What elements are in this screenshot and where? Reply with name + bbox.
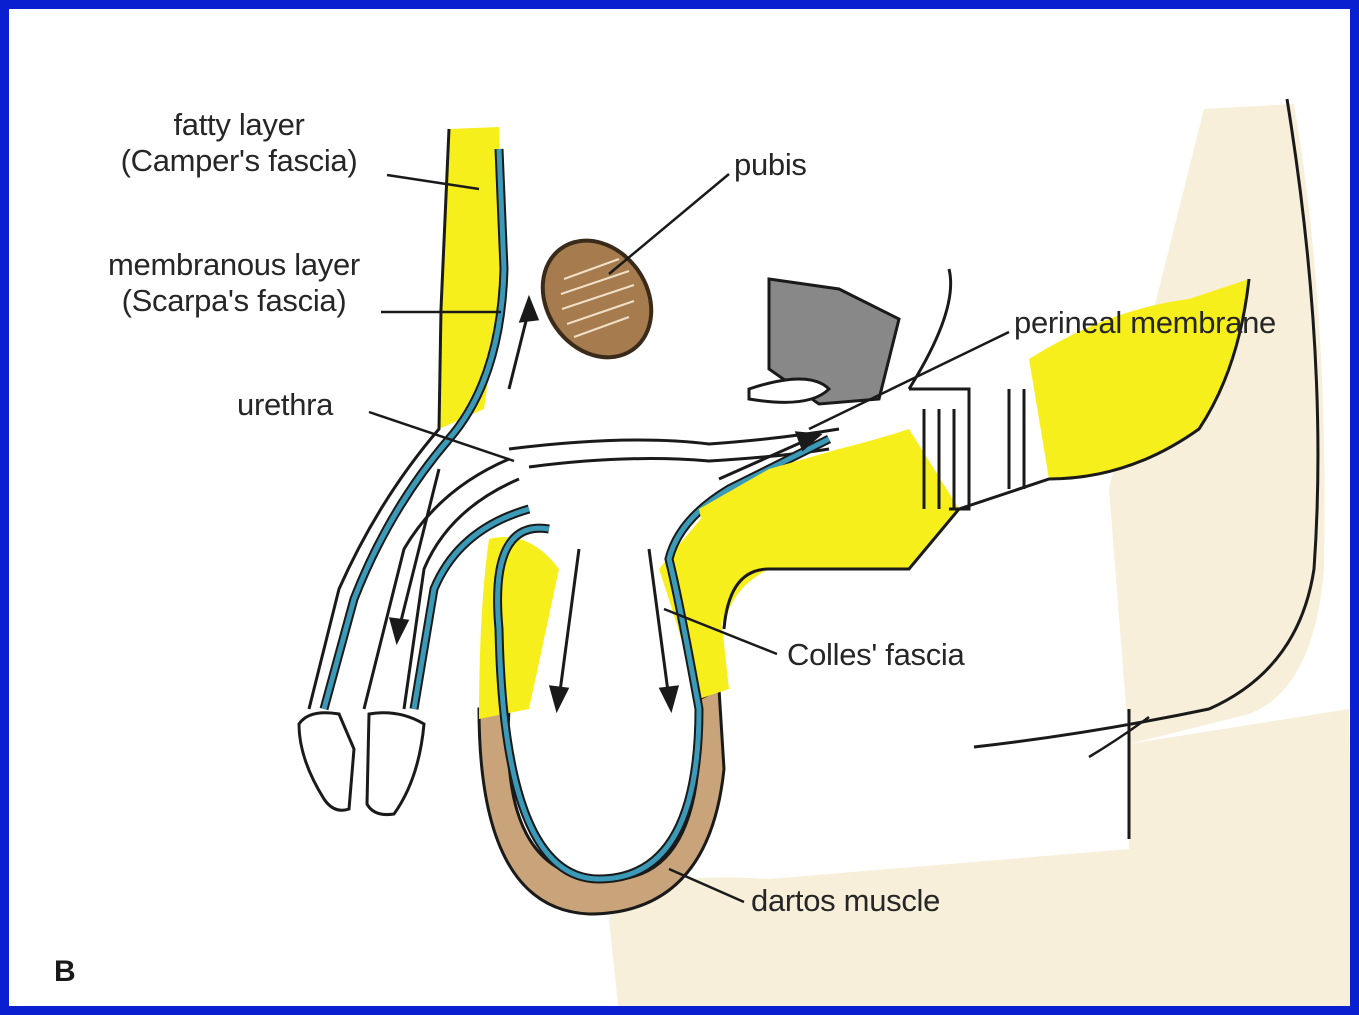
leader-pubis bbox=[609, 174, 729, 274]
label-fatty-layer-line1: fatty layer bbox=[79, 107, 399, 143]
pubis-bone bbox=[520, 220, 673, 379]
label-membranous-layer-line2: (Scarpa's fascia) bbox=[64, 283, 404, 319]
label-membranous-layer-line1: membranous layer bbox=[64, 247, 404, 283]
label-colles-fascia: Colles' fascia bbox=[787, 637, 964, 673]
glans-right bbox=[367, 713, 424, 815]
label-perineal-membrane: perineal membrane bbox=[1014, 305, 1276, 341]
scrotal-fatty-left bbox=[479, 537, 559, 719]
label-urethra: urethra bbox=[237, 387, 333, 423]
label-pubis: pubis bbox=[734, 147, 807, 183]
label-membranous-layer: membranous layer (Scarpa's fascia) bbox=[64, 247, 404, 318]
label-fatty-layer-line2: (Camper's fascia) bbox=[79, 143, 399, 179]
label-dartos-muscle: dartos muscle bbox=[751, 883, 940, 919]
urethra-tube-top bbox=[509, 429, 839, 449]
panel-letter: B bbox=[54, 955, 76, 989]
label-fatty-layer: fatty layer (Camper's fascia) bbox=[79, 107, 399, 178]
camper-fatty-layer bbox=[439, 127, 504, 429]
glans-left bbox=[299, 713, 354, 811]
